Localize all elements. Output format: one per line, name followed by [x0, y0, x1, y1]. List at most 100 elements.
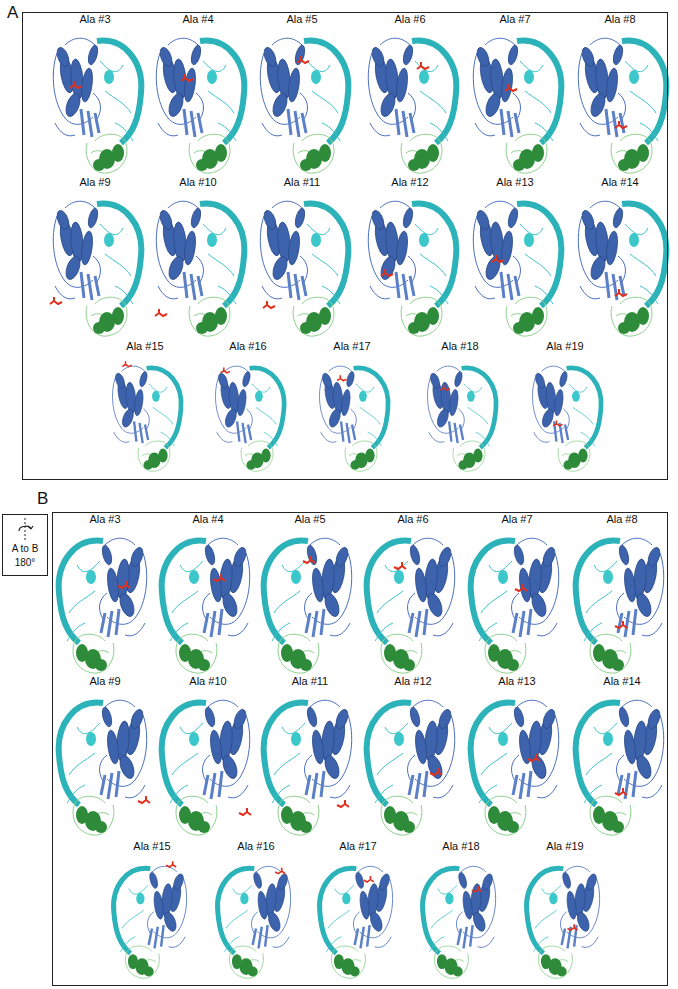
alanine-residue: [515, 584, 527, 591]
alanine-residue: [297, 56, 309, 63]
alanine-residue: [138, 796, 150, 803]
mutant-label: Ala #10: [179, 176, 216, 188]
protein-cartoon: [527, 866, 600, 978]
alanine-residue: [492, 255, 504, 262]
mutant-label: Ala #10: [189, 675, 226, 687]
mutant-label: Ala #9: [79, 176, 110, 188]
mutant-label: Ala #15: [126, 340, 163, 352]
panel-frame: A: [22, 12, 668, 480]
protein-cartoon: [473, 201, 561, 336]
mutant-label: Ala #18: [442, 840, 479, 852]
alanine-residue: [441, 385, 450, 390]
mutant-label: Ala #6: [394, 13, 425, 25]
protein-cartoon: [319, 366, 388, 471]
alanine-residue: [472, 886, 482, 892]
mutant-label: Ala #18: [441, 340, 478, 352]
alanine-residue: [213, 574, 225, 581]
mutant-label: Ala #19: [546, 840, 583, 852]
protein-cartoon: [264, 538, 352, 673]
mutant-label: Ala #5: [294, 513, 325, 525]
alanine-residue: [275, 868, 285, 874]
alanine-residue: [337, 375, 346, 380]
alanine-residue: [417, 62, 429, 69]
protein-cartoon: [473, 38, 561, 173]
protein-cartoon: [260, 201, 348, 336]
mutant-label: Ala #3: [89, 513, 120, 525]
alanine-residue: [263, 301, 275, 308]
rotation-icon: [19, 518, 33, 540]
alanine-residue: [50, 297, 62, 304]
mutant-label: Ala #16: [229, 340, 266, 352]
mutant-label: Ala #8: [604, 13, 635, 25]
alanine-residue: [505, 84, 517, 91]
rotation-label: A to B: [3, 543, 47, 554]
alanine-residue: [118, 581, 130, 588]
alanine-residue: [221, 367, 230, 372]
mutant-label: Ala #17: [339, 840, 376, 852]
mutant-label: Ala #7: [501, 513, 532, 525]
alanine-residue: [528, 754, 540, 761]
protein-cartoon: [156, 38, 244, 173]
mutant-label: Ala #12: [391, 176, 428, 188]
protein-cartoon: [114, 861, 187, 978]
alanine-residue: [337, 800, 349, 807]
protein-cartoon: [50, 201, 141, 336]
mutant-label: Ala #14: [601, 176, 638, 188]
protein-cartoon: [112, 361, 181, 471]
alanine-residue: [430, 768, 442, 775]
protein-cartoon: [162, 700, 251, 835]
alanine-residue: [615, 788, 627, 795]
mutant-label: Ala #16: [237, 840, 274, 852]
protein-cartoon: [162, 538, 250, 673]
mutant-label: Ala #8: [606, 513, 637, 525]
mutant-label: Ala #12: [394, 675, 431, 687]
protein-cartoon: [367, 538, 455, 673]
protein-cartoon: [368, 38, 456, 173]
mutant-label: Ala #7: [499, 13, 530, 25]
rotation-box: A to B 180°: [2, 514, 48, 576]
mutant-label: Ala #11: [284, 176, 321, 188]
rotation-label: 180°: [3, 557, 47, 568]
protein-cartoon: [578, 38, 666, 173]
mutant-label: Ala #5: [286, 13, 317, 25]
protein-cartoon: [215, 366, 284, 471]
protein-cartoon: [532, 366, 601, 471]
mutant-label: Ala #17: [333, 340, 370, 352]
alanine-residue: [239, 808, 251, 815]
alanine-residue: [615, 121, 627, 128]
protein-cartoon: [368, 201, 456, 336]
protein-cartoon: [471, 700, 559, 835]
alanine-residue: [303, 556, 315, 563]
protein-cartoon: [578, 201, 666, 336]
panel-letter: A: [7, 3, 18, 23]
alanine-residue: [166, 861, 176, 867]
mutant-label: Ala #15: [133, 840, 170, 852]
alanine-residue: [567, 924, 577, 930]
mutant-label: Ala #4: [192, 513, 223, 525]
mutant-label: Ala #14: [603, 675, 640, 687]
mutant-label: Ala #13: [498, 675, 535, 687]
protein-cartoon: [260, 38, 348, 173]
protein-cartoon: [53, 38, 141, 173]
panel-frame: B: [52, 512, 668, 986]
alanine-residue: [364, 876, 374, 882]
alanine-residue: [181, 74, 193, 81]
protein-cartoon: [576, 700, 664, 835]
alanine-residue: [122, 361, 131, 366]
mutant-label: Ala #11: [292, 675, 329, 687]
mutant-label: Ala #4: [182, 13, 213, 25]
protein-cartoon: [264, 700, 352, 835]
alanine-residue: [615, 621, 627, 628]
protein-cartoon: [423, 866, 496, 978]
alanine-residue: [553, 421, 562, 426]
alanine-residue: [615, 289, 627, 296]
alanine-residue: [155, 309, 167, 316]
protein-cartoon: [471, 538, 559, 673]
mutant-label: Ala #6: [397, 513, 428, 525]
alanine-residue: [70, 81, 82, 88]
mutant-label: Ala #13: [496, 176, 533, 188]
mutant-label: Ala #9: [89, 675, 120, 687]
alanine-residue: [381, 269, 393, 276]
protein-cartoon: [59, 700, 150, 835]
protein-cartoon: [59, 538, 147, 673]
